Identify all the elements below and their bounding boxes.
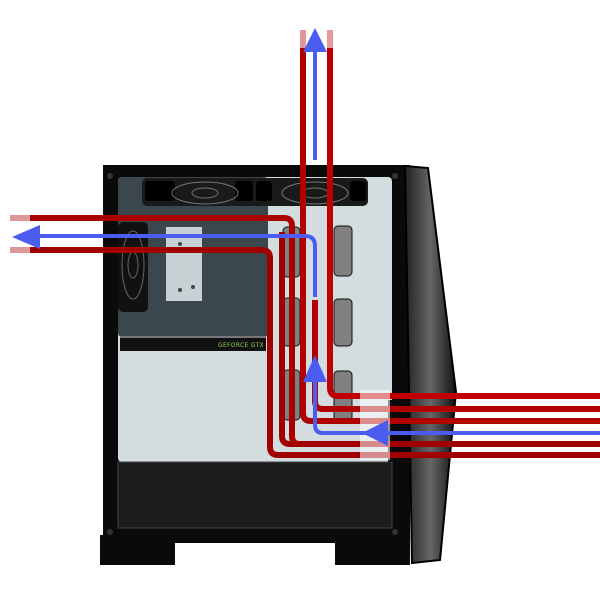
gpu-brand-label: GEFORCE GTX <box>218 342 264 349</box>
psu-shroud <box>117 461 393 529</box>
top-fan-bay <box>142 178 368 206</box>
cool-air-path <box>35 234 317 297</box>
hot-air-path <box>10 247 600 458</box>
graphics-card <box>120 337 266 351</box>
hot-air-flow <box>0 24 600 460</box>
arrow-up-icon <box>303 355 327 382</box>
arrow-up-icon <box>303 28 327 52</box>
front-panel <box>403 164 458 565</box>
arrow-left-icon <box>362 420 388 446</box>
hot-air-path <box>300 30 600 424</box>
cool-air-flow <box>35 50 600 435</box>
pc-case: GEFORCE GTX <box>100 164 458 565</box>
hot-air-path <box>279 232 600 447</box>
cool-air-path <box>313 375 600 435</box>
arrow-left-icon <box>12 225 40 249</box>
cpu-cutout <box>166 227 202 301</box>
hot-air-path <box>327 30 600 399</box>
